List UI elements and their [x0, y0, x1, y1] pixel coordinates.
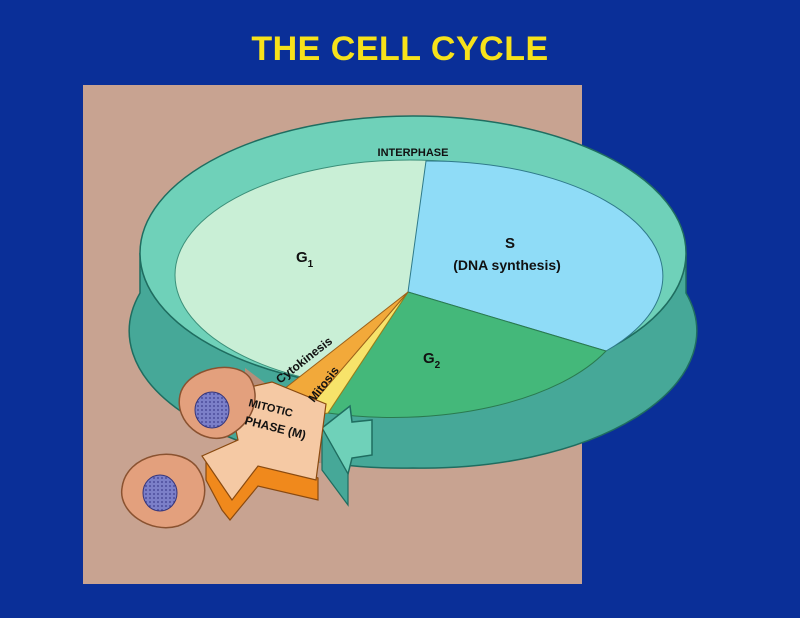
- g2-letter: G: [423, 350, 435, 367]
- s-sublabel: (DNA synthesis): [453, 257, 561, 273]
- daughter-cell-upper: [178, 366, 256, 439]
- s-phase-sector: [407, 160, 664, 352]
- s-label: S: [505, 235, 515, 252]
- ring-arrowhead: [321, 404, 373, 477]
- ring-arrowhead-side: [321, 425, 349, 507]
- g1-letter: G: [296, 249, 308, 266]
- g1-subscript: 1: [308, 259, 314, 270]
- g2-phase-sector: [327, 291, 607, 418]
- interphase-label: INTERPHASE: [378, 147, 449, 159]
- g1-label: G1: [296, 249, 314, 270]
- g2-subscript: 2: [435, 360, 441, 371]
- page-title: THE CELL CYCLE: [251, 30, 549, 68]
- g2-label: G2: [423, 350, 441, 371]
- daughter-cell-lower: [121, 453, 206, 529]
